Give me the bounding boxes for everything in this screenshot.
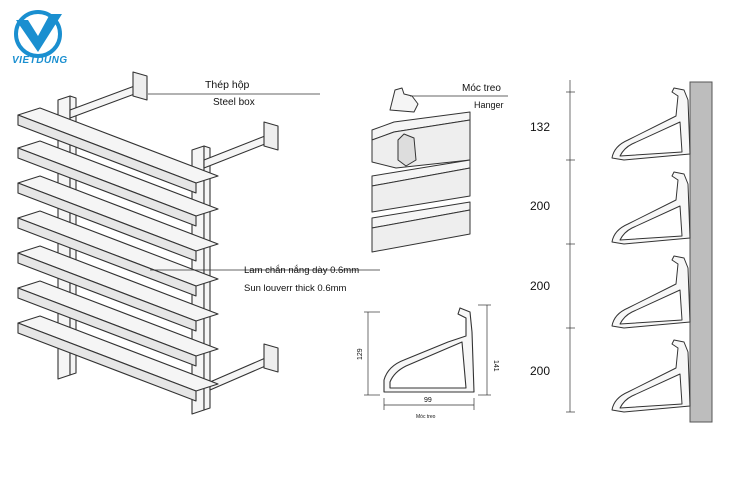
brand-logo	[10, 8, 80, 72]
hanger-clip	[397, 133, 417, 167]
hanger-profile-2	[371, 159, 471, 213]
louvre-blade	[17, 315, 219, 402]
louvre-blade	[17, 140, 219, 227]
label-louver-vi: Lam chắn nắng dày 0.6mm	[244, 265, 359, 276]
label-steel-box-en: Steel box	[213, 97, 255, 108]
hanger-profile-1	[371, 111, 471, 169]
louvre-blade	[17, 245, 219, 332]
dim-99: 99	[424, 397, 432, 404]
label-hanger-vi: Móc treo	[462, 83, 501, 94]
spacing-132: 132	[530, 120, 550, 134]
label-steel-box-vi: Thép hộp	[205, 79, 250, 91]
louvre-blade	[17, 175, 219, 262]
profile-caption: Móc treo	[416, 414, 436, 420]
steel-box-arm-mid	[203, 121, 279, 169]
spacing-200-a: 200	[530, 199, 550, 213]
louvre-blade	[17, 210, 219, 297]
hanger-profile-3	[371, 201, 471, 253]
label-hanger-en: Hanger	[474, 100, 504, 110]
spacing-200-c: 200	[530, 364, 550, 378]
spacing-200-b: 200	[530, 279, 550, 293]
louvre-profile-elevation	[611, 87, 691, 161]
spacing-dim-line	[566, 80, 575, 413]
steel-box-arm-bottom	[209, 343, 279, 391]
louvre-profile-elevation	[611, 255, 691, 329]
louvre-profile-elevation	[611, 339, 691, 413]
dim-141: 141	[492, 360, 499, 372]
louvre-blade	[17, 107, 219, 194]
steel-box-arm-top	[69, 71, 148, 119]
brand-name: VIETDUNG	[12, 55, 68, 66]
louvre-profile-elevation	[611, 171, 691, 245]
wall	[689, 81, 713, 423]
logo-v-icon	[14, 10, 62, 58]
profile-section	[383, 307, 475, 393]
label-louver-en: Sun louverr thick 0.6mm	[244, 283, 347, 294]
hanger-hook-top	[389, 87, 419, 113]
dim-129: 129	[357, 348, 364, 360]
louvre-blade	[17, 280, 219, 367]
